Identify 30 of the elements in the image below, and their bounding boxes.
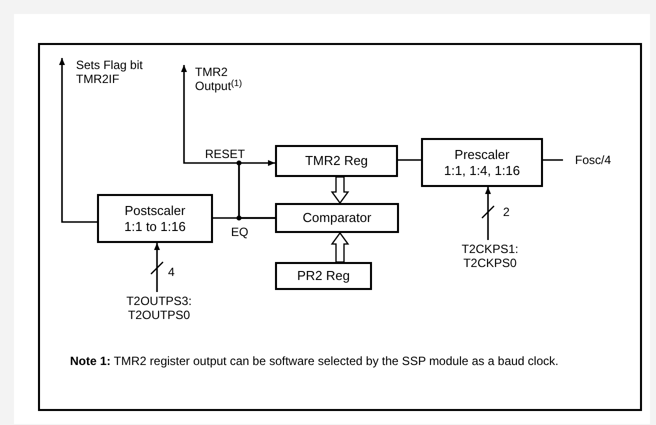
box-text: 1:1, 1:4, 1:16 xyxy=(444,162,520,178)
box-text: Postscaler xyxy=(124,202,186,218)
box-text: Comparator xyxy=(302,210,372,226)
box-text: Sets Flag bit TMR2IF xyxy=(76,58,144,86)
connector xyxy=(213,217,275,219)
box-text: T2CKPS1: T2CKPS0 xyxy=(460,242,520,270)
box-text: PR2 Reg xyxy=(297,268,350,284)
connector xyxy=(543,159,563,161)
box-text: T2OUTPS3: T2OUTPS0 xyxy=(125,294,193,322)
connector xyxy=(485,187,491,240)
box-text: Fosc/4 xyxy=(574,153,611,167)
box-text: TMR2 Output$^{(1)}$ xyxy=(195,65,244,93)
signal-label: 4 xyxy=(168,264,175,281)
register-box xyxy=(275,262,372,290)
register-box xyxy=(275,145,398,177)
box-text: TMR2 Reg xyxy=(305,153,368,169)
bus-arrow xyxy=(330,176,350,204)
register-box xyxy=(421,138,543,187)
box-text: 1:1 to 1:16 xyxy=(124,218,186,234)
register-box xyxy=(275,203,399,233)
bus-arrow xyxy=(330,232,350,263)
box-text: Prescaler xyxy=(454,146,510,162)
connector xyxy=(398,159,421,161)
connector xyxy=(59,58,97,223)
signal-label: RESET xyxy=(205,146,246,163)
connector xyxy=(154,243,160,292)
signal-label: 2 xyxy=(503,204,510,221)
register-box xyxy=(97,194,213,243)
signal-label: EQ xyxy=(231,224,248,241)
note-text: Note 1: TMR2 register output can be software selected by the SSP module as a baud clock. xyxy=(70,353,560,370)
